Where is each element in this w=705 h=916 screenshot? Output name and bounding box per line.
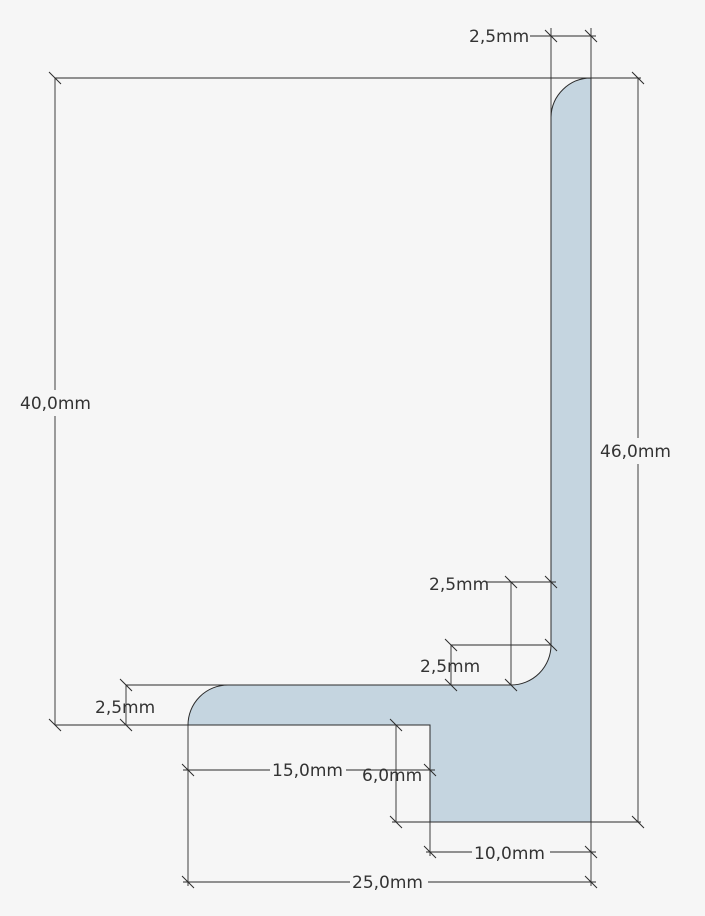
dim-base-width: 10,0mm (474, 844, 545, 864)
label-backgrounds (18, 390, 678, 895)
dim-bottom-step-width: 15,0mm (272, 761, 343, 781)
extension-lines (55, 28, 641, 886)
dim-bottom-step-height: 6,0mm (362, 766, 422, 786)
angle-profile (187, 77, 592, 823)
dim-right-height: 46,0mm (600, 442, 671, 462)
dim-inner-radius-lower: 2,5mm (420, 657, 480, 677)
dimension-ticks (48, 29, 645, 889)
dim-inner-radius-upper: 2,5mm (429, 575, 489, 595)
dim-left-flange-radius: 2,5mm (95, 698, 155, 718)
dim-top-thickness: 2,5mm (469, 27, 529, 47)
dim-total-width: 25,0mm (352, 873, 423, 893)
dim-left-height: 40,0mm (20, 394, 91, 414)
